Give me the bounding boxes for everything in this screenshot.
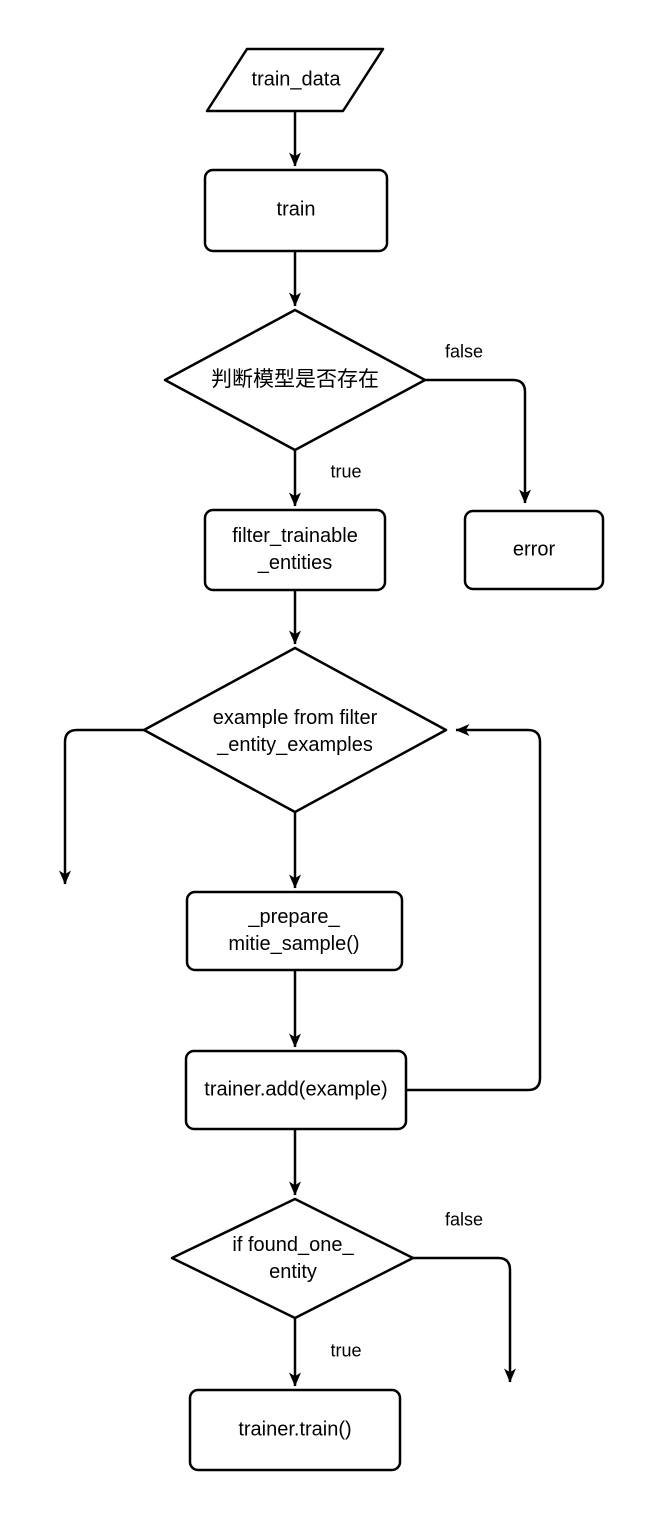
node-trainer-add-shape: [184, 1049, 408, 1131]
node-example-from-filter-shape: [142, 646, 448, 814]
node-trainer-train-shape: [188, 1388, 402, 1472]
node-error-label: error: [512, 538, 556, 561]
node-trainer-train-label: trainer.train(): [238, 1418, 352, 1441]
node-model-exists-shape: [163, 308, 427, 452]
node-model-exists-label: 判断模型是否存在: [211, 367, 379, 391]
edge-found-false-exit: [413, 1256, 516, 1383]
edge-label-found-one-entity-true: true: [330, 1340, 362, 1361]
edge-trainer-add-loop-back: [406, 724, 542, 1092]
node-train-data-shape: [205, 47, 385, 113]
node-if-found-one-entity-shape: [170, 1197, 415, 1320]
node-train-data-label: train_data: [251, 68, 341, 91]
node-prepare-mitie-sample-label: _prepare_ mitie_sample(): [228, 906, 360, 955]
edge-label-model-exists-false: false: [444, 341, 484, 362]
node-example-from-filter-label: example from filter _entity_examples: [212, 707, 378, 756]
edge-label-found-one-entity-false: false: [444, 1209, 484, 1230]
node-filter-trainable-entities-shape: [203, 508, 387, 592]
edge-model-exists-false-to-error: [425, 378, 531, 504]
node-if-found-one-entity-label: if found_one_ entity: [232, 1234, 354, 1283]
node-train-shape: [203, 168, 389, 253]
node-trainer-add-label: trainer.add(example): [204, 1078, 388, 1101]
node-prepare-mitie-sample-shape: [185, 890, 404, 972]
node-train-label: train: [276, 198, 316, 221]
node-error-shape: [463, 509, 605, 591]
edge-label-model-exists-true: true: [330, 461, 362, 482]
edge-example-diamond-exit-left: [59, 728, 144, 885]
node-filter-trainable-entities-label: filter_trainable _entities: [232, 525, 358, 574]
